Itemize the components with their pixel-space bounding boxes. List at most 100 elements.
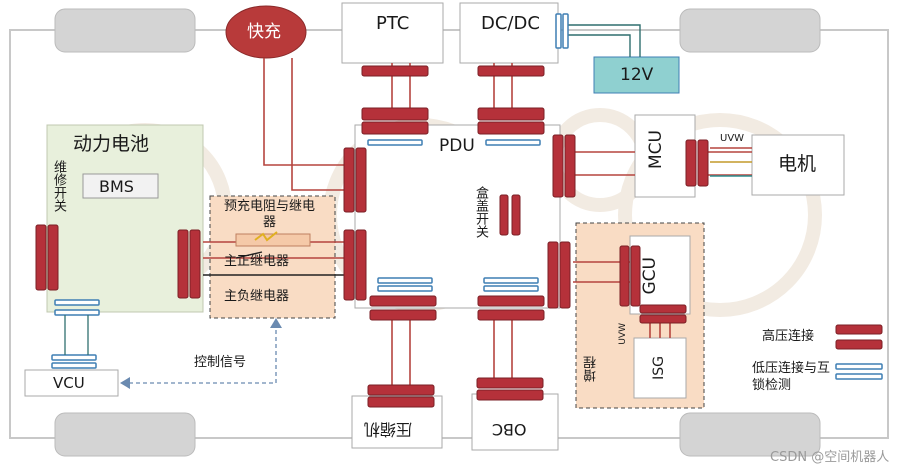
hv-conn-pdu-comp-1 [369, 295, 437, 307]
lv-conn-pdu-bottom-left [377, 277, 433, 284]
hv-conn-pdu-mcu-2 [564, 134, 576, 198]
uvw-gcu-label: UVW [618, 323, 628, 345]
lv-conn-pdu-bottom-right [483, 277, 539, 284]
control-arrow-head-up [270, 318, 282, 328]
hv-conn-service-2 [47, 224, 59, 291]
cover-switch-label: 盒盖开关 [473, 186, 488, 238]
mcu-label: MCU [646, 130, 666, 169]
hv-conn-pdu-battery-1 [343, 229, 355, 301]
hv-conn-dcdc-top [477, 65, 545, 77]
hv-conn-mcu-1 [685, 139, 697, 187]
ptc-label: PTC [376, 13, 410, 34]
hv-conn-pdu-battery-2 [355, 229, 367, 301]
hv-conn-comp-2 [367, 396, 435, 408]
obc-label: OBC [492, 420, 527, 439]
vcu-box [24, 369, 119, 397]
pdu-label: PDU [439, 136, 475, 156]
hv-conn-dcdc-pdu [477, 121, 545, 135]
hv-conn-cover-2 [511, 194, 521, 236]
precharge-label: 预充电阻与继电器 [223, 199, 315, 230]
isg-box [633, 337, 687, 399]
lv-wiring [568, 24, 641, 57]
isg-label: ISG [651, 356, 667, 380]
lv-conn-battery-1 [54, 299, 100, 306]
main-neg-relay-label: 主负继电器 [224, 289, 290, 304]
hv-conn-gcu-bottom [639, 304, 687, 314]
legend-hv-label: 高压连接 [762, 329, 815, 344]
hv-conn-ptc [361, 107, 429, 121]
range-extender-label: 增程 [584, 356, 599, 382]
hv-conn-pdu-gcu-2 [559, 241, 571, 309]
fast-charge-port [225, 5, 307, 59]
hv-conn-pdu-comp-2 [369, 309, 437, 321]
lv12-box [593, 56, 680, 94]
hv-conn-obc-1 [476, 377, 544, 389]
mcu-box [634, 114, 696, 198]
lv12-label: 12V [620, 65, 654, 85]
lv-conn-pdu-bottom-right-2 [483, 285, 539, 292]
wheel-rear-left [54, 412, 196, 457]
uvw-mcu-label: UVW [720, 133, 745, 144]
lv-conn-vcu-2 [51, 362, 97, 369]
dcdc-label: DC/DC [481, 13, 540, 34]
lv-conn-dcdc-side [555, 13, 562, 49]
bms-label: BMS [99, 177, 134, 196]
legend-lv-label: 低压连接与互锁检测 [752, 361, 831, 393]
service-switch-label: 维修开关 [51, 160, 66, 212]
bms-box [82, 173, 159, 199]
hv-conn-gcu-1 [619, 245, 630, 307]
control-arrow-head-left [120, 377, 130, 389]
control-signal-arrow [122, 325, 277, 384]
hv-conn-cover-1 [499, 194, 509, 236]
hv-conn-comp-1 [367, 384, 435, 396]
relay-spark-icon [254, 231, 278, 242]
control-signal-label: 控制信号 [194, 355, 247, 370]
watermark: CSDN @空间机器人 [770, 450, 890, 465]
lv-conn-vcu-1 [51, 354, 97, 361]
uvw-lines [710, 147, 752, 177]
wheel-front-right [679, 8, 821, 53]
compressor-label: 压缩机 [364, 420, 413, 439]
hv-conn-battery-out-1 [177, 229, 189, 299]
legend-lv-swatch-2 [835, 373, 883, 380]
hv-conn-pdu-obc-1 [477, 295, 545, 307]
vcu-label: VCU [53, 374, 85, 392]
lv-conn-pdu-bottom-left-2 [377, 285, 433, 292]
legend-hv-swatch-1 [835, 324, 883, 335]
connector-layer [35, 13, 883, 408]
main-pos-relay-label: 主正继电器 [224, 254, 290, 269]
relay-box [209, 195, 336, 319]
wheel-front-left [54, 8, 196, 53]
gcu-label: GCU [640, 257, 660, 295]
hv-conn-ptc-top [361, 65, 429, 77]
hv-conn-obc-2 [476, 389, 544, 401]
hv-conn-service-1 [35, 224, 47, 291]
hv-conn-ptc-pdu [361, 121, 429, 135]
hv-conn-pdu-obc-2 [477, 309, 545, 321]
hv-conn-pdu-fastcharge-2 [355, 147, 367, 213]
wheel-rear-right [679, 412, 821, 457]
hv-conn-gcu-bottom-2 [639, 314, 687, 324]
hv-conn-dcdc [477, 107, 545, 121]
lv-conn-ptc [367, 139, 423, 146]
ptc-box [341, 2, 444, 64]
hv-conn-battery-out-2 [189, 229, 201, 299]
hv-conn-pdu-gcu-1 [547, 241, 559, 309]
battery-box [46, 124, 204, 313]
legend-lv-swatch-1 [835, 363, 883, 370]
motor-box [751, 134, 845, 196]
dcdc-box [459, 2, 559, 64]
hv-conn-mcu-2 [697, 139, 709, 187]
hv-conn-gcu-2 [630, 245, 641, 307]
legend-hv-swatch-2 [835, 339, 883, 350]
fast-charge-label: 快充 [247, 22, 281, 42]
lv-conn-battery-2 [54, 309, 100, 316]
precharge-contact [235, 251, 263, 259]
hv-conn-pdu-mcu-1 [552, 134, 564, 198]
hv-conn-pdu-fastcharge-1 [343, 147, 355, 213]
motor-label: 电机 [778, 153, 817, 175]
lv-conn-dcdc [485, 139, 541, 146]
vehicle-frame [9, 29, 889, 439]
